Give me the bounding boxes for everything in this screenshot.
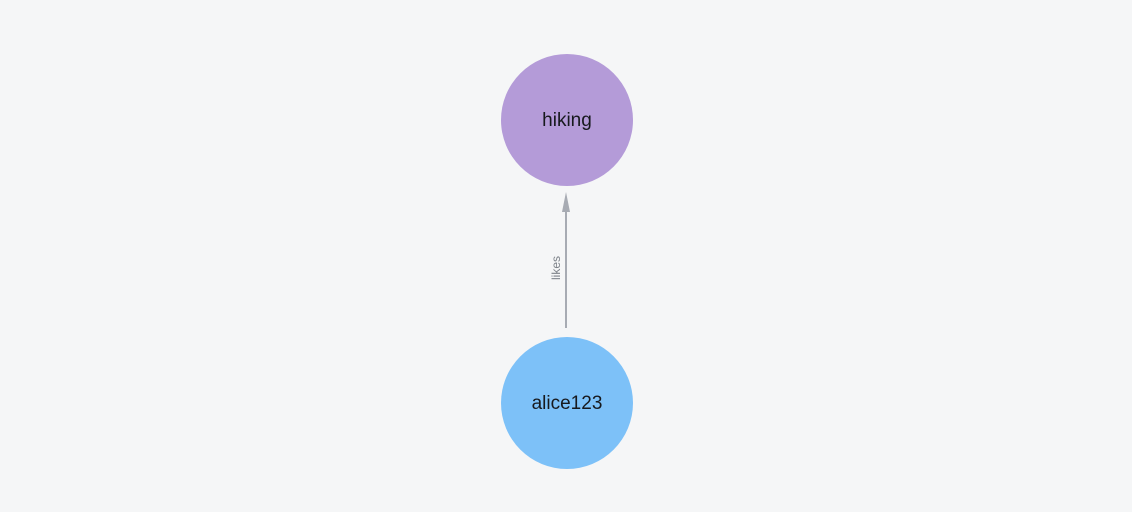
arrowhead-up-icon bbox=[561, 192, 570, 212]
node-label-alice123: alice123 bbox=[531, 392, 603, 414]
graph-node-hiking[interactable]: hiking bbox=[501, 54, 633, 186]
node-label-hiking: hiking bbox=[542, 109, 592, 131]
graph-node-alice123[interactable]: alice123 bbox=[501, 337, 633, 469]
edge-line bbox=[565, 209, 567, 328]
edge-label-likes: likes bbox=[549, 256, 563, 281]
